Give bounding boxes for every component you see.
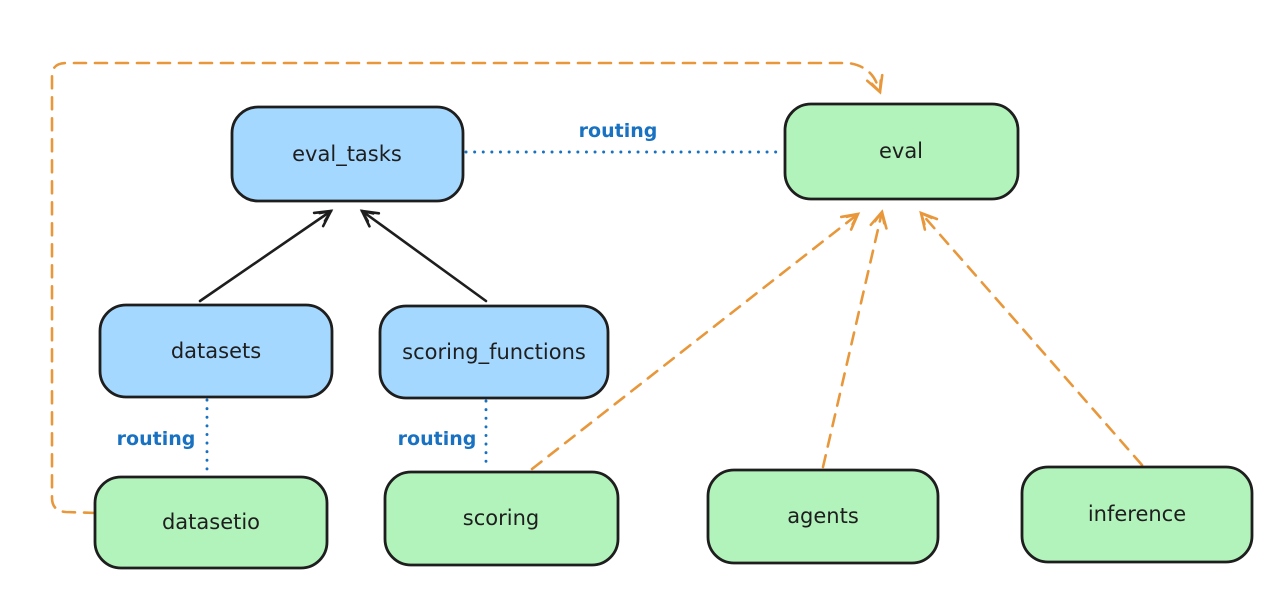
node-datasets-label: datasets [171,339,261,363]
edge-agents-to-eval [821,209,888,469]
edge-scoring-to-eval [530,212,861,471]
edge-scoring-functions-to-eval-tasks [359,209,488,303]
node-scoring-functions-label: scoring_functions [402,340,586,365]
node-scoring: scoring [383,470,620,567]
node-scoring-functions-box [378,304,610,400]
node-eval-box [783,102,1020,201]
edge-datasetio-to-eval [50,61,884,515]
node-agents: agents [706,468,940,565]
node-eval-tasks-box [230,105,465,203]
node-scoring-label: scoring [463,506,539,530]
node-eval: eval [783,102,1020,201]
node-eval-label: eval [879,139,923,163]
node-datasetio-box [93,475,329,570]
node-datasetio: datasetio [93,475,329,570]
node-datasets-box [98,303,334,399]
node-inference: inference [1020,465,1254,564]
node-agents-label: agents [787,504,859,528]
node-scoring-functions: scoring_functions [378,304,610,400]
node-datasets: datasets [98,303,334,399]
node-eval-tasks: eval_tasks [230,105,465,203]
routing-label-scoring: routing [398,428,477,450]
node-agents-box [706,468,940,565]
node-inference-label: inference [1088,502,1186,526]
routing-label-top: routing [579,120,658,142]
node-eval-tasks-label: eval_tasks [292,142,402,167]
node-scoring-box [383,470,620,567]
edge-inference-to-eval [919,210,1144,467]
node-datasetio-label: datasetio [162,510,260,534]
routing-label-datasets: routing [117,428,196,450]
edge-datasets-to-eval-tasks [198,209,334,303]
node-inference-box [1020,465,1254,564]
